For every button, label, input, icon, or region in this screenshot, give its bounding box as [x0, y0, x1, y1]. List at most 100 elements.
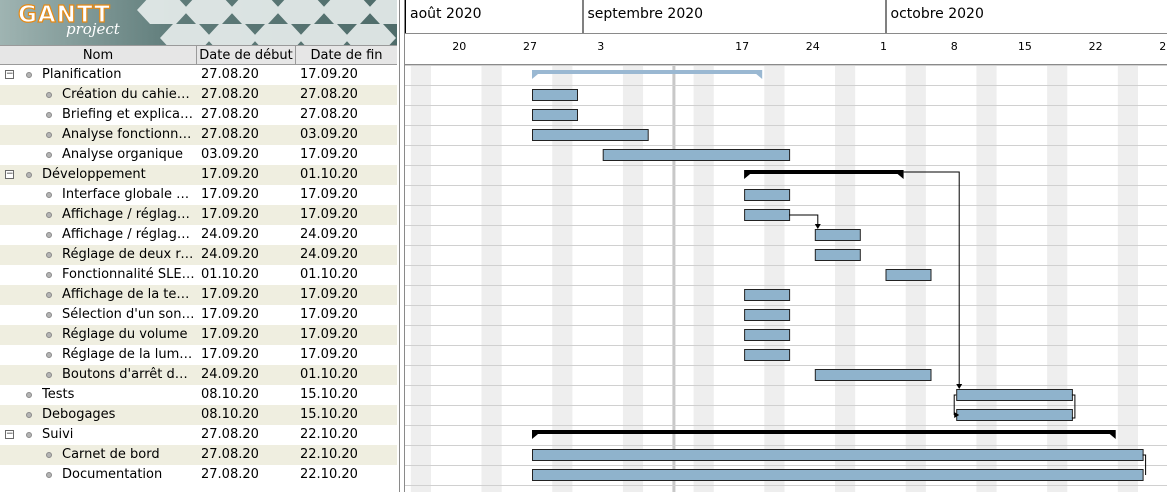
task-end-date[interactable]: 15.10.20 [300, 387, 358, 402]
task-name[interactable]: Affichage de la tem... [62, 287, 195, 302]
summary-bar[interactable] [532, 430, 1116, 434]
task-start-date[interactable]: 01.10.20 [201, 267, 259, 282]
task-end-date[interactable]: 17.09.20 [300, 67, 358, 82]
summary-bar[interactable] [532, 70, 763, 74]
task-start-date[interactable]: 17.09.20 [201, 327, 259, 342]
task-name[interactable]: Tests [42, 387, 75, 402]
task-end-date[interactable]: 17.09.20 [300, 287, 358, 302]
task-start-date[interactable]: 17.09.20 [201, 307, 259, 322]
task-end-date[interactable]: 15.10.20 [300, 407, 358, 422]
task-start-date[interactable]: 08.10.20 [201, 407, 259, 422]
task-start-date[interactable]: 24.09.20 [201, 227, 259, 242]
task-bar[interactable] [744, 209, 791, 221]
task-name[interactable]: Affichage / réglage ... [62, 207, 195, 222]
task-bar[interactable] [814, 369, 932, 381]
task-bar[interactable] [532, 129, 649, 141]
task-bar[interactable] [532, 89, 578, 101]
task-start-date[interactable]: 27.08.20 [201, 427, 259, 442]
task-start-date[interactable]: 27.08.20 [201, 67, 259, 82]
task-start-date[interactable]: 17.09.20 [201, 347, 259, 362]
task-name[interactable]: Développement [42, 167, 146, 182]
task-row[interactable]: Affichage de la tem... 17.09.20 17.09.20 [0, 285, 397, 305]
task-bar[interactable] [602, 149, 791, 161]
task-row[interactable]: Tests 08.10.20 15.10.20 [0, 385, 397, 405]
task-start-date[interactable]: 17.09.20 [201, 207, 259, 222]
task-row[interactable]: Analyse fonctionnelle 27.08.20 03.09.20 [0, 125, 397, 145]
task-name[interactable]: Réglage de la lumi... [62, 347, 195, 362]
task-name[interactable]: Carnet de bord [62, 447, 160, 462]
task-start-date[interactable]: 27.08.20 [201, 127, 259, 142]
task-start-date[interactable]: 27.08.20 [201, 467, 259, 482]
task-start-date[interactable]: 24.09.20 [201, 367, 259, 382]
task-name[interactable]: Création du cahier ... [62, 87, 195, 102]
task-row[interactable]: Fonctionnalité SLEEP 01.10.20 01.10.20 [0, 265, 397, 285]
task-bar[interactable] [956, 409, 1073, 421]
task-start-date[interactable]: 27.08.20 [201, 87, 259, 102]
task-end-date[interactable]: 17.09.20 [300, 207, 358, 222]
task-start-date[interactable]: 27.08.20 [201, 447, 259, 462]
task-row[interactable]: − Planification 27.08.20 17.09.20 [0, 65, 397, 85]
task-end-date[interactable]: 01.10.20 [300, 267, 358, 282]
collapse-toggle-icon[interactable]: − [5, 429, 14, 439]
column-header-name[interactable]: Nom [0, 46, 197, 65]
task-bar[interactable] [814, 249, 861, 261]
task-start-date[interactable]: 17.09.20 [201, 187, 259, 202]
task-end-date[interactable]: 24.09.20 [300, 247, 358, 262]
task-end-date[interactable]: 17.09.20 [300, 347, 358, 362]
task-row[interactable]: Création du cahier ... 27.08.20 27.08.20 [0, 85, 397, 105]
task-start-date[interactable]: 08.10.20 [201, 387, 259, 402]
task-end-date[interactable]: 17.09.20 [300, 307, 358, 322]
task-bar[interactable] [956, 389, 1073, 401]
task-row[interactable]: Debogages 08.10.20 15.10.20 [0, 405, 397, 425]
task-name[interactable]: Interface globale d... [62, 187, 195, 202]
task-name[interactable]: Documentation [62, 467, 163, 482]
task-row[interactable]: Briefing et explicati... 27.08.20 27.08.20 [0, 105, 397, 125]
task-bar[interactable] [744, 189, 791, 201]
task-start-date[interactable]: 24.09.20 [201, 247, 259, 262]
task-name[interactable]: Analyse fonctionnelle [62, 127, 195, 142]
task-name[interactable]: Planification [42, 67, 122, 82]
task-end-date[interactable]: 17.09.20 [300, 147, 358, 162]
task-name[interactable]: Briefing et explicati... [62, 107, 195, 122]
task-row[interactable]: Réglage de deux ré... 24.09.20 24.09.20 [0, 245, 397, 265]
summary-bar[interactable] [744, 170, 904, 174]
task-name[interactable]: Réglage de deux ré... [62, 247, 195, 262]
task-end-date[interactable]: 27.08.20 [300, 107, 358, 122]
task-bar[interactable] [885, 269, 932, 281]
task-bar[interactable] [744, 309, 791, 321]
task-bar[interactable] [744, 329, 791, 341]
task-name[interactable]: Analyse organique [62, 147, 183, 162]
task-bar[interactable] [532, 469, 1144, 481]
task-name[interactable]: Affichage / réglage ... [62, 227, 195, 242]
task-bar[interactable] [744, 349, 791, 361]
task-bar[interactable] [532, 449, 1144, 461]
task-row[interactable]: Réglage de la lumi... 17.09.20 17.09.20 [0, 345, 397, 365]
task-name[interactable]: Boutons d'arrêt de ... [62, 367, 195, 382]
collapse-toggle-icon[interactable]: − [5, 169, 14, 179]
collapse-toggle-icon[interactable]: − [5, 69, 14, 79]
task-end-date[interactable]: 27.08.20 [300, 87, 358, 102]
column-header-start[interactable]: Date de début [197, 46, 296, 65]
task-end-date[interactable]: 22.10.20 [300, 427, 358, 442]
task-end-date[interactable]: 17.09.20 [300, 327, 358, 342]
task-row[interactable]: Analyse organique 03.09.20 17.09.20 [0, 145, 397, 165]
task-start-date[interactable]: 03.09.20 [201, 147, 259, 162]
task-row[interactable]: Affichage / réglage ... 17.09.20 17.09.20 [0, 205, 397, 225]
task-end-date[interactable]: 03.09.20 [300, 127, 358, 142]
task-start-date[interactable]: 17.09.20 [201, 287, 259, 302]
task-name[interactable]: Réglage du volume [62, 327, 188, 342]
task-end-date[interactable]: 22.10.20 [300, 447, 358, 462]
task-row[interactable]: − Suivi 27.08.20 22.10.20 [0, 425, 397, 445]
task-name[interactable]: Fonctionnalité SLEEP [62, 267, 195, 282]
task-end-date[interactable]: 17.09.20 [300, 187, 358, 202]
task-end-date[interactable]: 01.10.20 [300, 167, 358, 182]
task-name[interactable]: Suivi [42, 427, 74, 442]
column-header-end[interactable]: Date de fin [310, 48, 383, 63]
task-name[interactable]: Debogages [42, 407, 116, 422]
task-start-date[interactable]: 27.08.20 [201, 107, 259, 122]
